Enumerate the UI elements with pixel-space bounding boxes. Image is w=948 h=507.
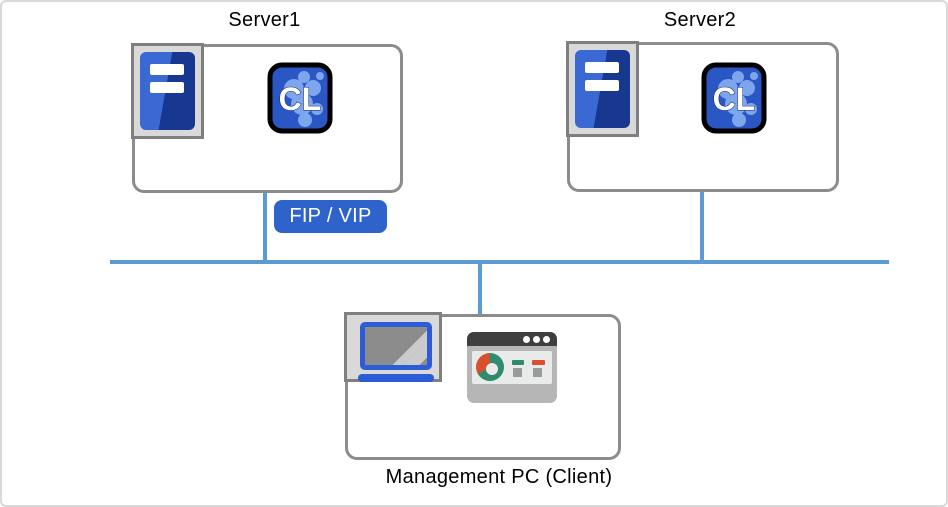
mini-chart-icon bbox=[512, 360, 524, 377]
browser-dot-icon bbox=[533, 336, 540, 343]
server-slot-icon bbox=[150, 64, 184, 75]
server-slot-icon bbox=[150, 82, 184, 93]
server1-title: Server1 bbox=[228, 9, 301, 31]
server1-server-icon bbox=[131, 43, 204, 139]
management-pc-connector-line bbox=[478, 262, 482, 315]
network-backbone-line bbox=[110, 260, 889, 264]
management-pc-caption: Management PC (Client) bbox=[385, 466, 613, 488]
mini-chart-icon bbox=[532, 360, 545, 377]
server2-server-icon bbox=[566, 41, 639, 137]
mini-square bbox=[513, 368, 522, 377]
server1-connector-line bbox=[263, 186, 267, 262]
mini-bar-teal bbox=[512, 360, 524, 365]
browser-dot-icon bbox=[523, 336, 530, 343]
cluster-app-icon: CL bbox=[267, 62, 333, 134]
donut-hole bbox=[486, 363, 498, 375]
mini-bar-red bbox=[532, 360, 545, 365]
server2-title: Server2 bbox=[663, 9, 737, 31]
cl-icon-text: CL bbox=[713, 81, 756, 117]
server-tower-icon bbox=[140, 52, 195, 130]
webui-browser-icon bbox=[467, 332, 557, 403]
laptop-icon-frame bbox=[344, 312, 442, 382]
laptop-base-icon bbox=[358, 374, 434, 382]
server2-connector-line bbox=[700, 185, 704, 262]
cluster-app-icon: CL bbox=[701, 62, 767, 134]
dashboard-panel-icon bbox=[470, 347, 552, 387]
cl-splash-icon bbox=[718, 71, 758, 127]
browser-titlebar-icon bbox=[467, 332, 557, 346]
server-slot-icon bbox=[585, 62, 619, 73]
fip-vip-badge: FIP / VIP bbox=[274, 200, 387, 233]
cl-icon-text: CL bbox=[279, 81, 322, 117]
server-tower-icon bbox=[575, 50, 630, 128]
cl-splash-icon bbox=[284, 71, 324, 127]
browser-dot-icon bbox=[543, 336, 550, 343]
server-slot-icon bbox=[585, 80, 619, 91]
laptop-icon bbox=[360, 322, 432, 370]
mini-square bbox=[533, 368, 542, 377]
